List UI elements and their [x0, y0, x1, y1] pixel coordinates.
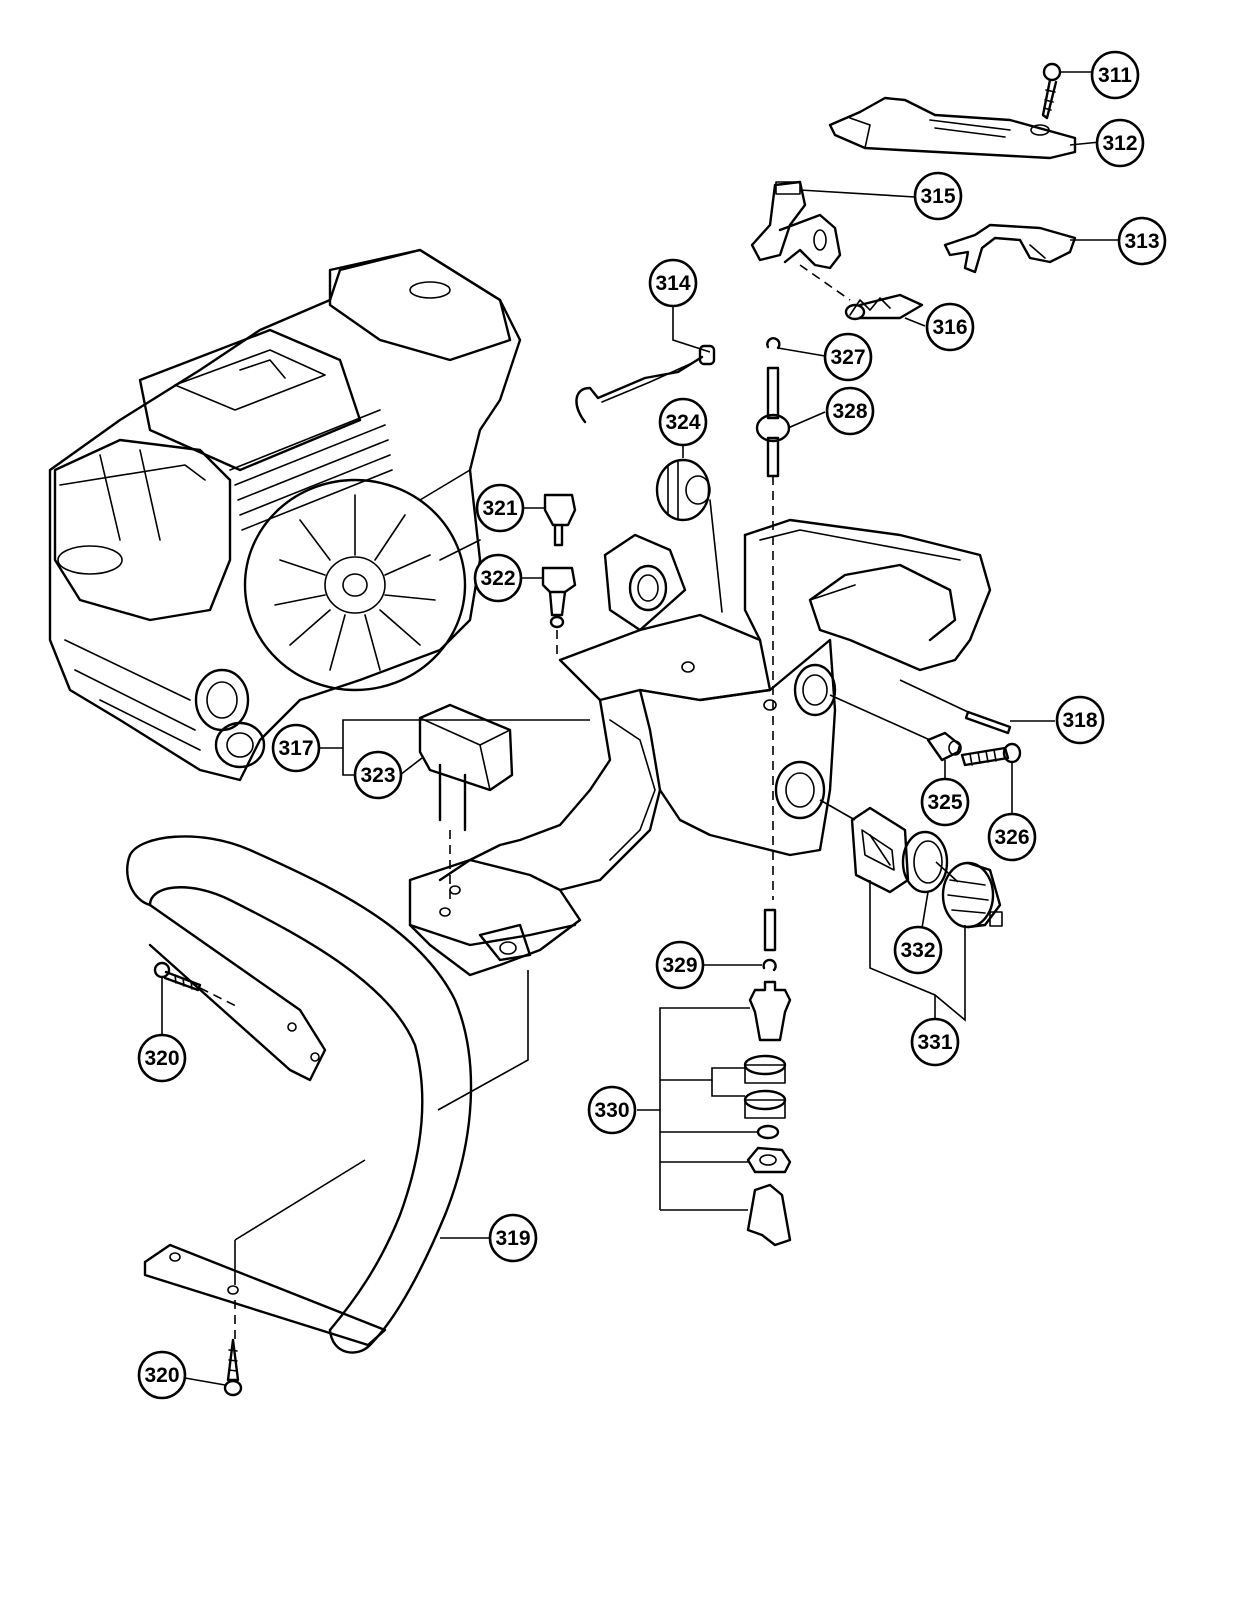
callout-circle: [137, 1350, 187, 1400]
callout-label: 315: [920, 185, 955, 208]
callout-circle: [1055, 695, 1105, 745]
callout-label: 316: [932, 316, 967, 339]
callout-label: 318: [1062, 709, 1097, 732]
callout-circle: [1117, 216, 1167, 266]
callout-circle: [1090, 50, 1140, 100]
callout-317: 317: [271, 723, 321, 773]
callout-circle: [920, 777, 970, 827]
callout-316: 316: [925, 302, 975, 352]
callout-label: 312: [1102, 132, 1137, 155]
part-317-rear-handle-tank: [408, 476, 992, 1111]
engine-assembly: [48, 248, 522, 782]
callout-313: 313: [1117, 216, 1167, 266]
callout-311: 311: [1090, 50, 1140, 100]
callout-332: 332: [893, 925, 943, 975]
part-325-sleeve: [829, 694, 962, 762]
callout-circle: [353, 750, 403, 800]
part-324-damper: [655, 458, 723, 613]
callout-319: 319: [488, 1213, 538, 1263]
part-319-front-handle: [126, 835, 473, 1354]
callout-label: 311: [1098, 64, 1132, 87]
callout-320: 320: [137, 1033, 187, 1083]
part-327-circlip: [766, 337, 781, 350]
callout-label: 320: [144, 1047, 179, 1070]
callout-327: 327: [823, 332, 873, 382]
callout-312: 312: [1095, 118, 1145, 168]
callout-label: 319: [495, 1227, 530, 1250]
part-322-valve: [541, 566, 577, 660]
callout-label: 323: [360, 764, 395, 787]
callout-bubbles: 311 312 315 313 314 316 327 328 324 321 322 318 317 3…: [137, 50, 1167, 1400]
callout-label: 321: [482, 497, 517, 520]
callout-label: 324: [665, 411, 700, 434]
callout-329: 329: [655, 940, 705, 990]
part-314-wire: [575, 344, 716, 424]
part-321-plug: [543, 493, 577, 547]
callout-circle: [825, 386, 875, 436]
callout-circle: [655, 940, 705, 990]
part-320-screw-upper: [153, 961, 241, 1009]
callout-label: 330: [594, 1099, 629, 1122]
callout-label: 322: [480, 567, 515, 590]
part-332-seal: [901, 830, 949, 894]
callout-circle: [1095, 118, 1145, 168]
part-313-throttle-lock: [943, 223, 1077, 274]
part-331-fuel-cap: [819, 799, 910, 894]
callout-323: 323: [353, 750, 403, 800]
callout-circle: [488, 1213, 538, 1263]
callout-circle: [658, 397, 708, 447]
part-318-pin: [899, 679, 1012, 735]
part-312-handle-cover: [828, 96, 1077, 160]
callout-label: 327: [830, 346, 865, 369]
callout-331: 331: [910, 1017, 960, 1067]
callout-label: 329: [662, 954, 697, 977]
callout-circle: [893, 925, 943, 975]
callout-315: 315: [913, 171, 963, 221]
callout-circle: [137, 1033, 187, 1083]
part-323-bumper: [418, 703, 514, 900]
callout-322: 322: [473, 553, 523, 603]
callout-320: 320: [137, 1350, 187, 1400]
callout-326: 326: [987, 812, 1037, 862]
callout-circle: [823, 332, 873, 382]
callout-324: 324: [658, 397, 708, 447]
callout-circle: [271, 723, 321, 773]
part-stack-329-330: [743, 908, 792, 1247]
callout-circle: [910, 1017, 960, 1067]
callout-328: 328: [825, 386, 875, 436]
callout-circle: [913, 171, 963, 221]
callout-label: 326: [994, 826, 1029, 849]
callout-label: 320: [144, 1364, 179, 1387]
part-315-throttle-trigger: [750, 180, 842, 270]
callout-label: 332: [900, 939, 935, 962]
callout-label: 317: [278, 737, 313, 760]
callout-330: 330: [587, 1085, 637, 1135]
callout-circle: [473, 553, 523, 603]
callout-label: 331: [917, 1031, 952, 1054]
callout-318: 318: [1055, 695, 1105, 745]
callout-label: 313: [1124, 230, 1159, 253]
callout-label: 328: [832, 400, 867, 423]
part-316-spring: [799, 264, 924, 321]
callout-314: 314: [648, 258, 698, 308]
leader-lines: [161, 71, 1120, 1386]
callout-circle: [987, 812, 1037, 862]
callout-325: 325: [920, 777, 970, 827]
part-326-bolt: [960, 742, 1022, 767]
part-331-cap-body: [935, 861, 1003, 929]
part-320-screw-lower: [223, 1338, 243, 1397]
callout-circle: [925, 302, 975, 352]
callout-label: 314: [655, 272, 690, 295]
callout-circle: [475, 483, 525, 533]
callout-circle: [648, 258, 698, 308]
part-311-screw: [1041, 62, 1062, 120]
callout-circle: [587, 1085, 637, 1135]
part-328-pin: [755, 366, 791, 478]
callout-label: 325: [927, 791, 962, 814]
callout-321: 321: [475, 483, 525, 533]
